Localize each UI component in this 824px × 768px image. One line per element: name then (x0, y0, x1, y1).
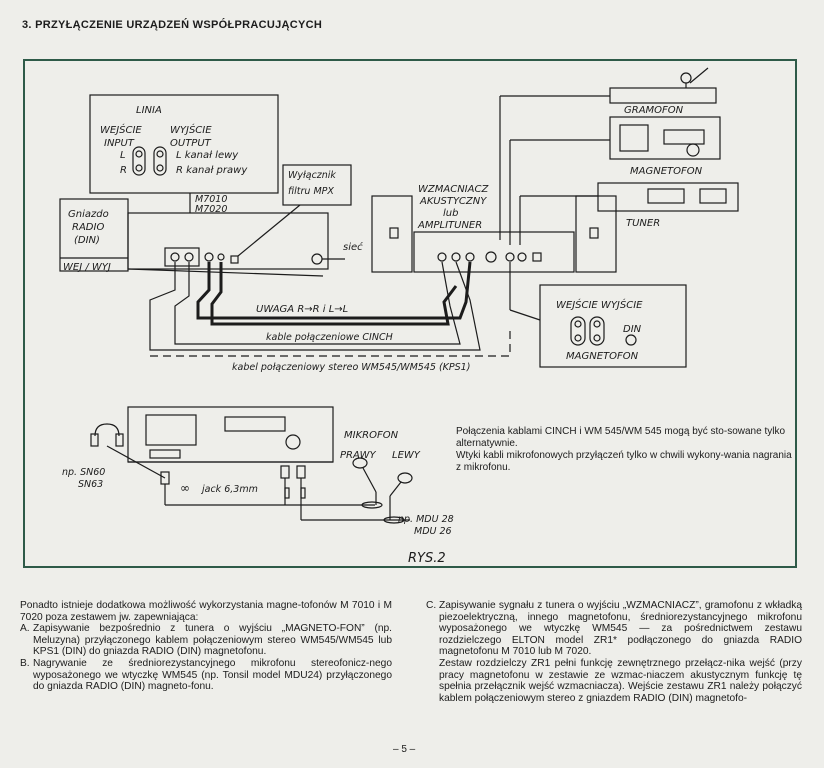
sn63-label: SN63 (78, 479, 103, 490)
linia-title: LINIA (136, 105, 162, 116)
lewy-label: LEWY (392, 450, 421, 461)
gniazdo-label-1: Gniazdo (68, 209, 109, 220)
sn60-label: np. SN60 (62, 467, 105, 478)
wzmacniacz-label-2: AKUSTYCZNY (419, 196, 487, 207)
lbl-R: R (120, 165, 127, 176)
kable-cinch-label: kable połączeniowe CINCH (266, 332, 393, 343)
wylacznik-label: Wyłącznik (288, 170, 336, 181)
list-item: C. Zapisywanie sygnału z tunera o wyjści… (426, 600, 802, 704)
model-label-1: M7010 (195, 194, 227, 205)
mikrofon-label: MIKROFON (344, 430, 399, 441)
lbl-L: L (120, 150, 126, 161)
item-text: Zapisywanie bezpośrednio z tunera o wyjś… (33, 623, 392, 658)
diagram-frame (23, 59, 797, 568)
infinity-symbol: ∞ (180, 481, 190, 495)
wej-wyj-label: WEJ / WYJ (63, 262, 111, 273)
magnetofon-box-label: MAGNETOFON (566, 351, 639, 362)
output-sub: OUTPUT (170, 138, 212, 149)
tuner-label: TUNER (626, 218, 660, 229)
input-title: WEJŚCIE (100, 123, 142, 136)
mdu28-label: np. MDU 28 (398, 514, 454, 525)
item-label: C. (426, 600, 437, 611)
item-text: Zapisywanie sygnału z tunera o wyjściu „… (439, 600, 802, 704)
kanal-lewy: L kanał lewy (176, 150, 239, 161)
kanal-prawy: R kanał prawy (176, 165, 248, 176)
wejscie-wyjscie-label: WEJŚCIE WYJŚCIE (556, 298, 643, 311)
jack-label: jack 6,3mm (200, 484, 258, 495)
item-text-part-1: Zapisywanie sygnału z tunera o wyjściu „… (439, 600, 802, 658)
siec-label: sieć (343, 241, 363, 253)
input-sub: INPUT (104, 138, 135, 149)
item-label: B. (20, 657, 30, 669)
din-label: DIN (623, 324, 642, 335)
note-line-2: Wtyki kabli mikrofonowych przyłączeń tyl… (456, 450, 792, 473)
list-item: A. Zapisywanie bezpośrednio z tunera o w… (20, 623, 392, 658)
gniazdo-label-3: (DIN) (74, 235, 100, 246)
wzmacniacz-label-3: lub (443, 208, 458, 219)
gramofon-label: GRAMOFON (624, 105, 684, 116)
output-title: WYJŚCIE (170, 123, 212, 136)
item-label: A. (20, 623, 30, 635)
filtru-label: filtru MPX (288, 186, 334, 197)
right-column: C. Zapisywanie sygnału z tunera o wyjści… (426, 600, 802, 704)
left-column: Ponadto istnieje dodatkowa możliwość wyk… (20, 600, 392, 693)
figure-label: RYS.2 (408, 551, 446, 566)
diagram-note: Połączenia kablami CINCH i WM 545/WM 545… (456, 426, 794, 474)
item-text: Nagrywanie ze średniorezystancyjnego mik… (33, 657, 392, 693)
note-line-1: Połączenia kablami CINCH i WM 545/WM 545… (456, 426, 786, 449)
intro-paragraph: Ponadto istnieje dodatkowa możliwość wyk… (20, 600, 392, 623)
item-text-part-2: Zestaw rozdzielczy ZR1 pełni funkcję zew… (439, 657, 802, 704)
list-item: B. Nagrywanie ze średniorezystancyjnego … (20, 658, 392, 693)
magnetofon-top-label: MAGNETOFON (630, 166, 703, 177)
wzmacniacz-label-1: WZMACNIACZ (418, 184, 489, 195)
model-label-2: M7020 (195, 204, 227, 215)
kabel-stereo-label: kabel połączeniowy stereo WM545/WM545 (K… (232, 362, 470, 373)
gniazdo-label-2: RADIO (72, 222, 104, 233)
uwaga-label: UWAGA R→R i L→L (256, 304, 348, 315)
wzmacniacz-label-4: AMPLITUNER (417, 220, 482, 231)
section-heading: 3. PRZYŁĄCZENIE URZĄDZEŃ WSPÓŁPRACUJĄCYC… (22, 19, 323, 31)
prawy-label: PRAWY (340, 450, 377, 461)
page-number: – 5 – (393, 744, 416, 755)
mdu26-label: MDU 26 (414, 526, 452, 537)
